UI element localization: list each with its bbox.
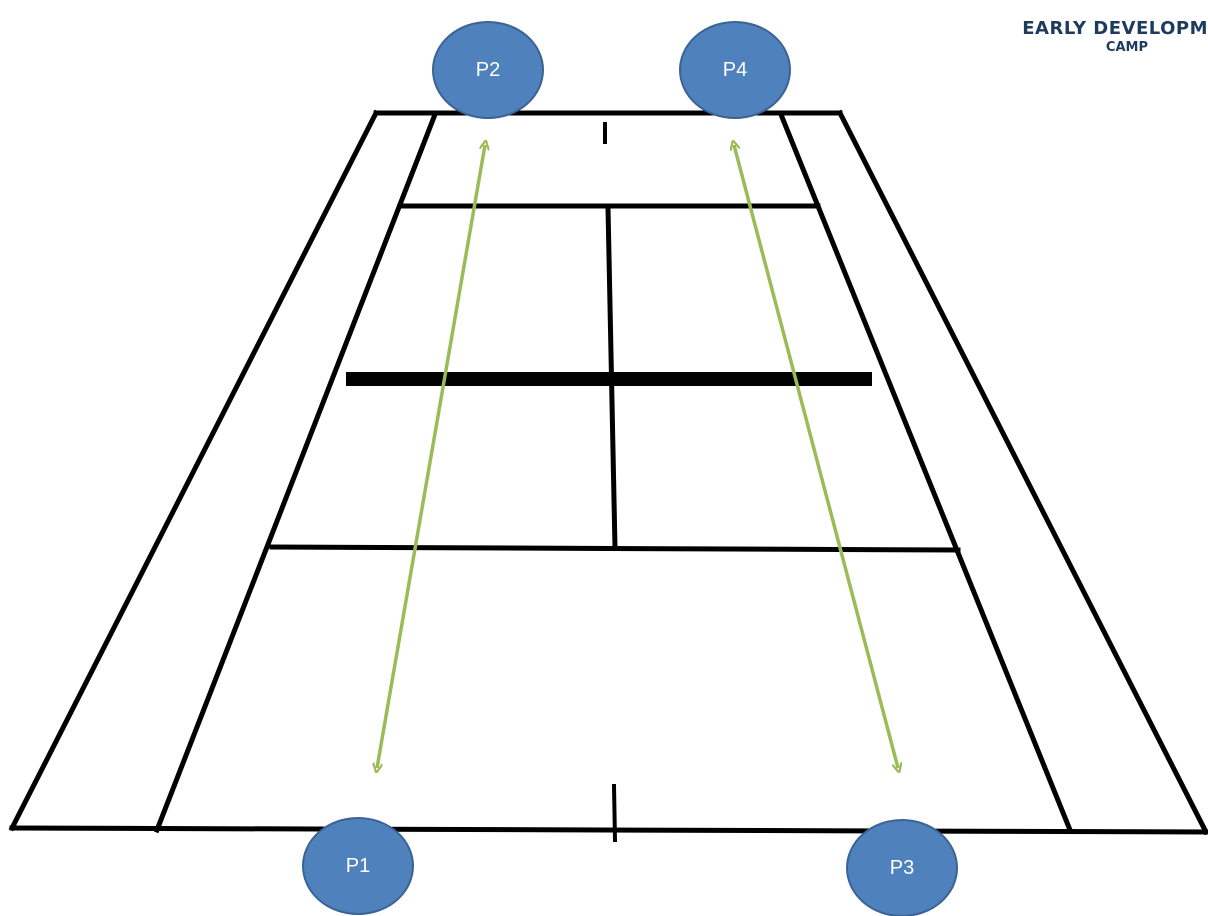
player-p1-label: P1 [346,855,370,877]
left-singles-sideline [153,113,438,834]
player-p3-marker [846,819,958,916]
player-p1-marker [302,817,414,915]
left-doubles-sideline [8,109,380,832]
player-p4: P4 [679,21,791,119]
court-lines [8,109,1208,843]
player-p3: P3 [846,819,958,916]
player-p3-label: P3 [890,857,914,879]
rally-arrow-p3-p4 [734,145,898,768]
player-p4-marker [679,21,791,119]
player-p2: P2 [432,21,544,119]
brand-logo: EARLY DEVELOPM CAMP [968,18,1208,56]
player-p4-label: P4 [723,59,747,81]
player-p2-marker [432,21,544,119]
near-center-mark [611,783,618,843]
right-singles-sideline [778,113,1074,834]
brand-subtitle: CAMP [1105,40,1148,55]
player-p1: P1 [302,817,414,915]
near-baseline [9,825,1208,835]
player-p2-label: P2 [476,59,500,81]
rally-arrow-p1-p2 [377,145,485,768]
rally-arrows [377,145,898,768]
right-doubles-sideline [836,109,1208,836]
brand-title: EARLY DEVELOPM [1022,18,1208,39]
